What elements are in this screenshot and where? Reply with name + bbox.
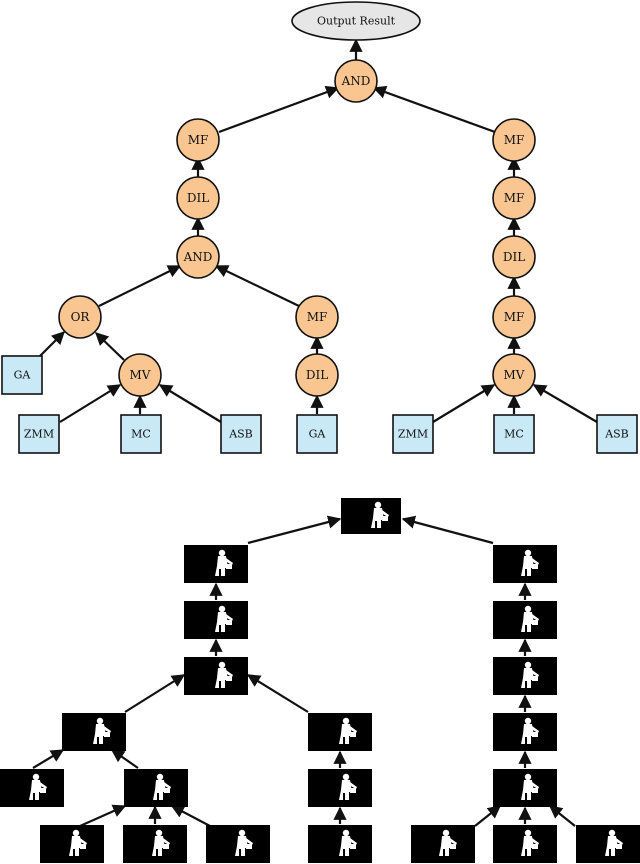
input-label: GA [309, 428, 327, 441]
tree-edges [39, 38, 598, 423]
edge-r-asb-to-mv [532, 384, 598, 423]
mask-thumb-mf-right-top [493, 545, 557, 583]
mask-thumb-dil-mid [308, 769, 372, 807]
mask-edge [401, 515, 494, 545]
mask-thumb-and-left [184, 657, 248, 695]
mask-edge [474, 805, 502, 827]
op-mv-right: MV [492, 353, 536, 397]
mask-thumb-dil-right [493, 657, 557, 695]
mask-thumb-zmm-right [411, 825, 475, 863]
mask-thumb-mc-left [123, 825, 187, 863]
mask-thumb-mf-right-3 [493, 713, 557, 751]
op-label: DIL [306, 368, 328, 382]
input-mc-left: MC [120, 414, 162, 454]
mask-thumb-output [341, 498, 401, 534]
op-mv-left: MV [118, 353, 162, 397]
input-zmm-left: ZMM [18, 414, 60, 454]
mask-thumb-ga-left [0, 769, 64, 807]
input-ga-mid: GA [296, 414, 338, 454]
op-mf-right-3: MF [492, 295, 536, 339]
input-asb-left: ASB [220, 414, 262, 454]
op-label: MF [504, 191, 525, 205]
mask-edge [246, 674, 309, 713]
output-result-node: Output Result [291, 1, 421, 41]
mask-thumb-mf-mid [308, 713, 372, 751]
mask-thumb-asb-right [576, 825, 640, 863]
op-label: MF [307, 310, 328, 324]
op-or: OR [58, 295, 102, 339]
mask-thumb-mv-right [493, 769, 557, 807]
op-label: DIL [503, 250, 525, 264]
op-dil-mid: DIL [295, 353, 339, 397]
input-asb-right: ASB [596, 414, 638, 454]
op-label: AND [183, 250, 213, 264]
mask-edge [79, 804, 127, 828]
input-label: GA [14, 369, 32, 382]
edge-or-to-and [98, 265, 182, 307]
mask-edge [124, 674, 186, 713]
mask-thumb-mc-right [493, 825, 557, 863]
op-and-root: AND [334, 59, 378, 103]
mask-tree [0, 498, 640, 863]
op-dil-right: DIL [492, 235, 536, 279]
input-label: MC [131, 428, 151, 441]
mask-thumb-ga-mid [308, 825, 372, 863]
mask-edge [170, 805, 211, 827]
mask-edge [32, 749, 65, 769]
output-result-label: Output Result [317, 15, 396, 28]
mask-thumb-mv-left [124, 769, 188, 807]
operator-tree: Output Result AND MF DIL AND OR MF MV DI… [1, 1, 638, 454]
op-label: MF [504, 133, 525, 147]
mask-thumb-or [62, 713, 126, 751]
input-label: ASB [604, 428, 629, 441]
edge-r-zmm-to-mv [432, 384, 496, 423]
op-mf-right-2: MF [492, 176, 536, 220]
mask-thumb-dil-left [184, 601, 248, 639]
op-label: MV [504, 368, 525, 382]
edge-zmm-to-mv [59, 384, 122, 423]
op-mf-left: MF [176, 118, 220, 162]
edge-mid-mf-to-and [214, 265, 300, 307]
op-label: DIL [187, 191, 209, 205]
op-dil-left: DIL [176, 176, 220, 220]
input-mc-right: MC [493, 414, 535, 454]
mask-thumb-zmm-left [40, 825, 104, 863]
input-ga-left: GA [1, 355, 43, 395]
op-label: MV [130, 368, 151, 382]
op-and-left: AND [176, 235, 220, 279]
edge-right-mf-to-and [372, 85, 496, 134]
mask-thumb-mf-left [184, 545, 248, 583]
edge-ga-to-or [39, 331, 65, 357]
input-zmm-right: ZMM [392, 414, 434, 454]
input-label: MC [504, 428, 524, 441]
edge-mv-to-or [95, 332, 125, 361]
op-label: OR [71, 310, 91, 324]
mask-edges [32, 515, 576, 828]
op-mf-right-top: MF [492, 118, 536, 162]
input-label: ZMM [24, 428, 54, 441]
input-label: ZMM [398, 428, 428, 441]
mask-edge [247, 515, 342, 545]
mask-edge [110, 749, 139, 769]
op-label: MF [504, 310, 525, 324]
op-mf-mid: MF [295, 295, 339, 339]
mask-thumb-mf-right-2 [493, 601, 557, 639]
mask-edge [548, 805, 576, 827]
input-label: ASB [228, 428, 253, 441]
op-label: MF [188, 133, 209, 147]
mask-thumb-asb-left [206, 825, 270, 863]
edge-left-mf-to-and [218, 85, 340, 134]
op-label: AND [341, 74, 371, 88]
edge-asb-to-mv [158, 384, 222, 423]
